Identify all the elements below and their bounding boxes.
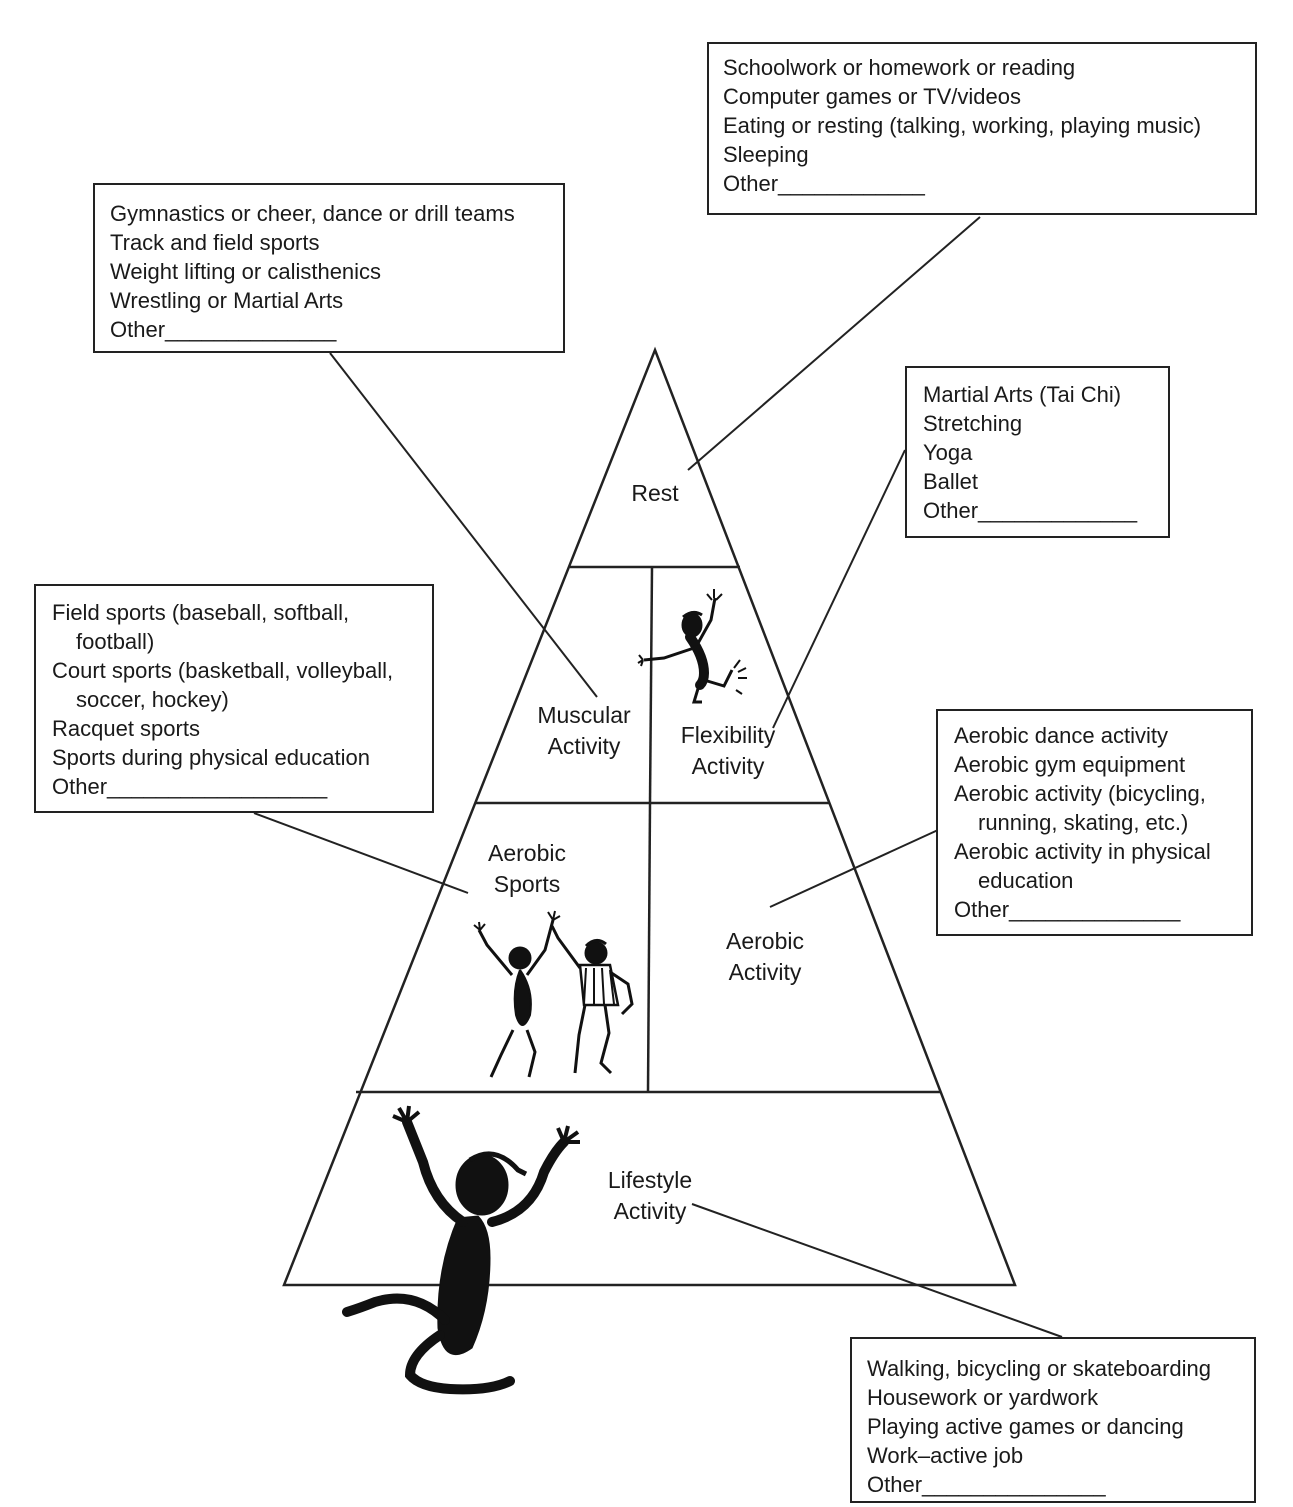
rest-activities-box: Schoolwork or homework or reading Comput… — [707, 42, 1257, 215]
label-line: Activity — [691, 753, 765, 779]
list-item: Gymnastics or cheer, dance or drill team… — [110, 201, 515, 226]
pyramid-label-rest: Rest — [595, 478, 715, 509]
divider-vertical-upper — [648, 566, 654, 804]
list-item: Racquet sports — [52, 716, 200, 741]
list-item: Sports during physical education — [52, 745, 370, 770]
stretching-figure-illustration — [637, 589, 747, 704]
list-item: Field sports (baseball, softball, — [52, 600, 350, 625]
list-item: Wrestling or Martial Arts — [110, 288, 344, 313]
list-item: Schoolwork or homework or reading — [723, 55, 1076, 80]
lifestyle-activities-list: Walking, bicycling or skateboarding Hous… — [867, 1354, 1239, 1499]
list-item: Sleeping — [723, 142, 809, 167]
aerobic-sports-box: Field sports (baseball, softball, footba… — [34, 584, 434, 813]
pyramid-label-flexibility: Flexibility Activity — [658, 720, 798, 782]
list-item: Yoga — [923, 440, 973, 465]
pyramid-label-aerobic-activity: Aerobic Activity — [700, 926, 830, 988]
pyramid-outline — [282, 346, 1017, 1287]
label-line: Aerobic — [726, 928, 804, 954]
list-item: Track and field sports — [110, 230, 320, 255]
label-line: Aerobic — [488, 840, 566, 866]
label-line: Activity — [728, 959, 802, 985]
list-item: soccer, hockey) — [76, 687, 229, 712]
list-item: Aerobic activity (bicycling, — [954, 781, 1206, 806]
connector-rest — [687, 216, 981, 471]
list-item: Other_______________ — [867, 1472, 1106, 1497]
flexibility-activities-box: Martial Arts (Tai Chi) Stretching Yoga B… — [905, 366, 1170, 538]
list-item: Playing active games or dancing — [867, 1414, 1184, 1439]
divider-vertical-lower — [646, 802, 652, 1093]
list-item: Martial Arts (Tai Chi) — [923, 382, 1122, 407]
label-line: Activity — [613, 1198, 687, 1224]
list-item: Court sports (basketball, volleyball, — [52, 658, 394, 683]
pyramid-label-lifestyle: Lifestyle Activity — [585, 1165, 715, 1227]
aerobic-sports-list: Field sports (baseball, softball, footba… — [52, 598, 416, 801]
connector-muscular — [329, 352, 598, 698]
rest-activities-list: Schoolwork or homework or reading Comput… — [723, 53, 1241, 198]
label-line: Flexibility — [680, 722, 776, 748]
list-item: running, skating, etc.) — [978, 810, 1189, 835]
list-item: Aerobic activity in physical — [954, 839, 1211, 864]
connector-aerobic-sports — [253, 812, 469, 894]
connector-flexibility — [772, 449, 906, 729]
label-line: Sports — [493, 871, 561, 897]
aerobic-activities-box: Aerobic dance activity Aerobic gym equip… — [936, 709, 1253, 936]
list-item: Aerobic dance activity — [954, 723, 1168, 748]
list-item: Other______________ — [110, 317, 337, 342]
list-item: Computer games or TV/videos — [723, 84, 1021, 109]
flexibility-activities-list: Martial Arts (Tai Chi) Stretching Yoga B… — [923, 380, 1152, 525]
list-item: Ballet — [923, 469, 979, 494]
list-item: Other______________ — [954, 897, 1181, 922]
list-item: Other_____________ — [923, 498, 1138, 523]
list-item: Work–active job — [867, 1443, 1024, 1468]
connector-lifestyle — [691, 1203, 1063, 1338]
label-line: Lifestyle — [607, 1167, 693, 1193]
list-item: Housework or yardwork — [867, 1385, 1099, 1410]
pyramid-label-muscular: Muscular Activity — [519, 700, 649, 762]
high-five-figures-illustration — [473, 910, 634, 1078]
muscular-activities-box: Gymnastics or cheer, dance or drill team… — [93, 183, 565, 353]
list-item: education — [978, 868, 1074, 893]
list-item: Walking, bicycling or skateboarding — [867, 1356, 1212, 1381]
climbing-figure-illustration — [342, 1105, 580, 1395]
label-line: Activity — [547, 733, 621, 759]
label-line: Rest — [631, 480, 679, 506]
list-item: Stretching — [923, 411, 1023, 436]
list-item: Other__________________ — [52, 774, 328, 799]
pyramid-label-aerobic-sports: Aerobic Sports — [462, 838, 592, 900]
list-item: Eating or resting (talking, working, pla… — [723, 113, 1202, 138]
list-item: football) — [76, 629, 155, 654]
muscular-activities-list: Gymnastics or cheer, dance or drill team… — [110, 199, 548, 344]
list-item: Other____________ — [723, 171, 925, 196]
list-item: Aerobic gym equipment — [954, 752, 1186, 777]
label-line: Muscular — [537, 702, 631, 728]
lifestyle-activities-box: Walking, bicycling or skateboarding Hous… — [850, 1337, 1256, 1503]
connector-aerobic-activity — [769, 829, 939, 908]
list-item: Weight lifting or calisthenics — [110, 259, 382, 284]
aerobic-activities-list: Aerobic dance activity Aerobic gym equip… — [954, 721, 1235, 924]
